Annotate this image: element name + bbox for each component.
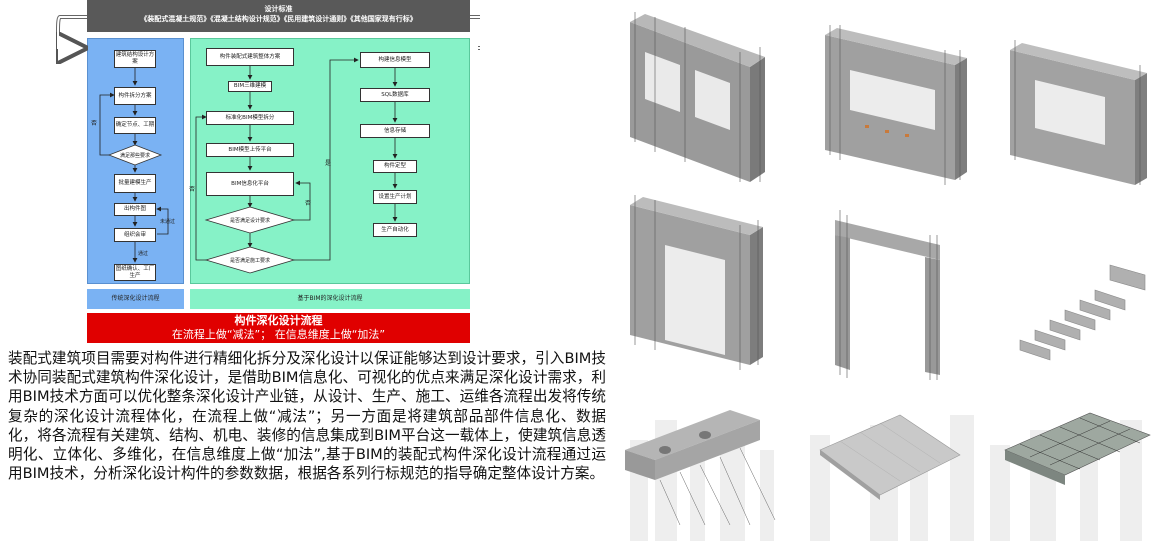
- node-info-model: 构建信息模型: [360, 52, 430, 68]
- process-footer: 构件深化设计流程 在流程上做“减法”； 在信息维度上做“加法”: [87, 313, 470, 343]
- decision-diamond: [204, 206, 296, 234]
- node-confirm-production: 图纸确认、工厂生产: [114, 264, 156, 281]
- decision-diamond: [204, 246, 296, 274]
- design-standards-header: 设计标准 《装配式混凝土规范》《混凝土结构设计规范》《民用建筑设计通则》《其他国…: [87, 0, 470, 32]
- node-structure-plan: 建筑结构设计方案: [114, 50, 156, 68]
- node-nodes-schedule: 确定节点、工期: [114, 117, 156, 134]
- decision-diamond: [107, 144, 163, 166]
- flow-connectors: [56, 15, 480, 274]
- footer-subtitle: 在流程上做“减法”； 在信息维度上做“加法”: [171, 328, 386, 341]
- header-title: 设计标准: [264, 5, 293, 13]
- node-component-drawings: 出构件图: [114, 203, 156, 216]
- flowchart: 设计标准 《装配式混凝土规范》《混凝土结构设计规范》《民用建筑设计通则》《其他国…: [0, 0, 480, 345]
- yes-label: 是: [325, 160, 332, 167]
- node-production-auto: 生产自动化: [373, 223, 417, 237]
- component-gallery: [610, 0, 1164, 541]
- no-label: 否: [91, 120, 98, 127]
- fail-label: 未通过: [160, 219, 176, 225]
- no-label-right-1: 否: [305, 200, 312, 207]
- node-review: 组织会审: [114, 228, 156, 242]
- decision-construction-label: 是否满足施工要求: [229, 258, 270, 264]
- node-bim-platform: BIM信息化平台: [206, 172, 294, 196]
- frame-portal-model: [835, 210, 940, 380]
- decision-design-label: 是否满足设计要求: [229, 218, 270, 224]
- pass-label: 通过: [138, 251, 149, 257]
- node-split-plan: 构件拆分方案: [114, 87, 156, 105]
- slab-openings-model: [625, 410, 776, 526]
- node-overall-plan: 构件装配式建筑整体方案: [206, 48, 294, 66]
- header-standards: 《装配式混凝土规范》《混凝土结构设计规范》《民用建筑设计通则》《其他国家现有行标…: [140, 15, 417, 23]
- node-sql-db: SQL数据库: [360, 88, 430, 102]
- no-label-right-2: 否: [189, 186, 196, 193]
- node-info-storage: 信息存储: [360, 124, 430, 138]
- wall-panel-wide-window-model: [825, 25, 967, 185]
- decision-requirements-label: 满足那些要求: [119, 153, 150, 159]
- traditional-lane-label: 传统深化设计流程: [87, 289, 184, 309]
- rebar-cage-slab-model: [1004, 412, 1151, 485]
- wall-panel-door-model: [630, 195, 763, 370]
- node-production-plan: 设置生产计划: [373, 190, 417, 204]
- node-bim-modeling: BIM三维建模: [228, 81, 272, 92]
- bim-lane-label: 基于BIM的深化设计流程: [190, 289, 470, 309]
- description-paragraph: 装配式建筑项目需要对构件进行精细化拆分及深化设计以保证能够达到设计要求，引入BI…: [8, 350, 606, 483]
- floor-slab-model: [819, 414, 961, 500]
- footer-title: 构件深化设计流程: [234, 314, 323, 327]
- wall-panel-two-windows-model: [630, 12, 765, 182]
- node-bim-upload: BIM模型上传平台: [206, 143, 294, 157]
- wall-panel-window-model: [1010, 40, 1147, 185]
- stair-flight-model: [1019, 264, 1146, 361]
- node-component-type: 构件定型: [373, 160, 417, 173]
- node-batch-modeling: 批量建模生产: [114, 174, 156, 193]
- node-bim-split: 标准化BIM模型拆分: [206, 111, 294, 125]
